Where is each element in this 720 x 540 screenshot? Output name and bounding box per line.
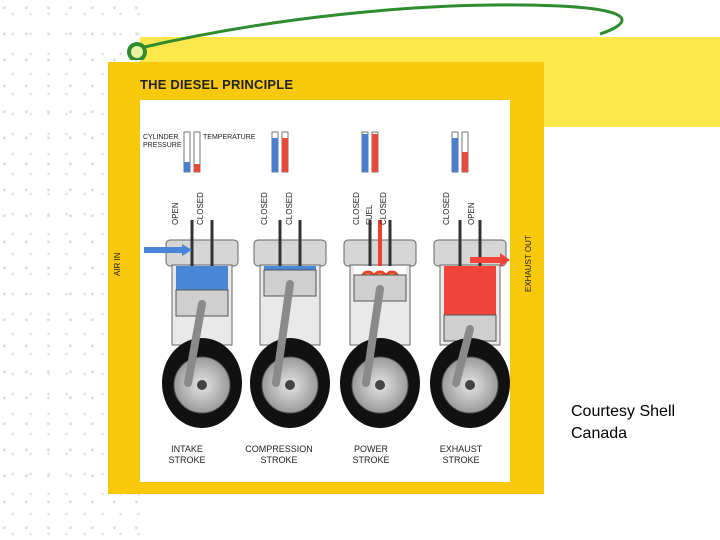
legend-cylinder-pressure: CYLINDER PRESSURE <box>143 134 182 149</box>
connecting-rod <box>272 280 294 387</box>
temperature-level <box>194 164 200 172</box>
cylinder-gas <box>444 266 496 322</box>
gauge-pair-power <box>361 131 379 173</box>
stroke-caption-line1: EXHAUST <box>439 444 483 454</box>
stroke-caption-line1: COMPRESSION <box>245 444 313 454</box>
stroke-caption-line2: STROKE <box>442 455 480 465</box>
valve-label-exhaust-1: CLOSED <box>442 192 451 225</box>
pressure-level <box>184 162 190 172</box>
credit-line1: Courtesy Shell <box>571 403 676 420</box>
connecting-rod <box>184 300 206 387</box>
valve-label-exhaust-2: OPEN <box>467 202 476 225</box>
pressure-level <box>362 134 368 172</box>
pressure-level <box>452 138 458 172</box>
connecting-rod <box>362 285 384 387</box>
valve-label-compression-1: CLOSED <box>260 192 269 225</box>
temperature-level <box>372 134 378 172</box>
engine-diagram <box>144 131 510 428</box>
cylinder-exhaust <box>430 220 510 428</box>
valve-label-power-2: CLOSED <box>379 192 388 225</box>
valve-label-intake-1: OPEN <box>171 202 180 225</box>
stroke-caption-power: POWER STROKE <box>336 444 406 466</box>
stroke-caption-exhaust: EXHAUST STROKE <box>426 444 496 466</box>
connecting-rod <box>452 325 474 387</box>
temperature-level <box>282 138 288 172</box>
gauge-pair-compression <box>271 131 289 173</box>
diagram-title: THE DIESEL PRINCIPLE <box>140 77 294 92</box>
exhaust-out-label: EXHAUST OUT <box>524 235 533 292</box>
cylinder-compression <box>250 220 330 428</box>
stroke-caption-line1: POWER <box>353 444 388 454</box>
credit-line2: Canada <box>571 425 628 442</box>
exhaust-out-arrowhead <box>500 253 510 267</box>
decorative-swoosh <box>127 3 624 60</box>
air-in-label: AIR IN <box>113 252 122 276</box>
valve-label-intake-2: CLOSED <box>196 192 205 225</box>
image-credit: Courtesy Shell Canada <box>571 401 701 445</box>
valve-label-power-1: CLOSED <box>352 192 361 225</box>
pressure-level <box>272 138 278 172</box>
valve-label-power-fuel: FUEL <box>365 204 374 225</box>
gauge-pair-exhaust <box>451 131 469 173</box>
stroke-caption-line2: STROKE <box>352 455 390 465</box>
cylinder-intake <box>162 220 242 428</box>
stroke-caption-line2: STROKE <box>168 455 206 465</box>
cylinder-gas <box>176 266 228 292</box>
legend-temperature: TEMPERATURE <box>203 134 256 141</box>
stroke-caption-line2: STROKE <box>260 455 298 465</box>
valve-label-compression-2: CLOSED <box>285 192 294 225</box>
crank-hub <box>465 380 475 390</box>
crank-hub <box>285 380 295 390</box>
cylinder-power <box>340 220 420 428</box>
stroke-caption-intake: INTAKE STROKE <box>152 444 222 466</box>
crank-hub <box>197 380 207 390</box>
air-in-arrowhead <box>182 244 192 256</box>
stroke-caption-compression: COMPRESSION STROKE <box>238 444 320 466</box>
gauge-pair-intake <box>183 131 201 173</box>
cylinder-head <box>253 239 327 267</box>
stroke-caption-line1: INTAKE <box>171 444 203 454</box>
temperature-level <box>462 152 468 172</box>
crank-hub <box>375 380 385 390</box>
